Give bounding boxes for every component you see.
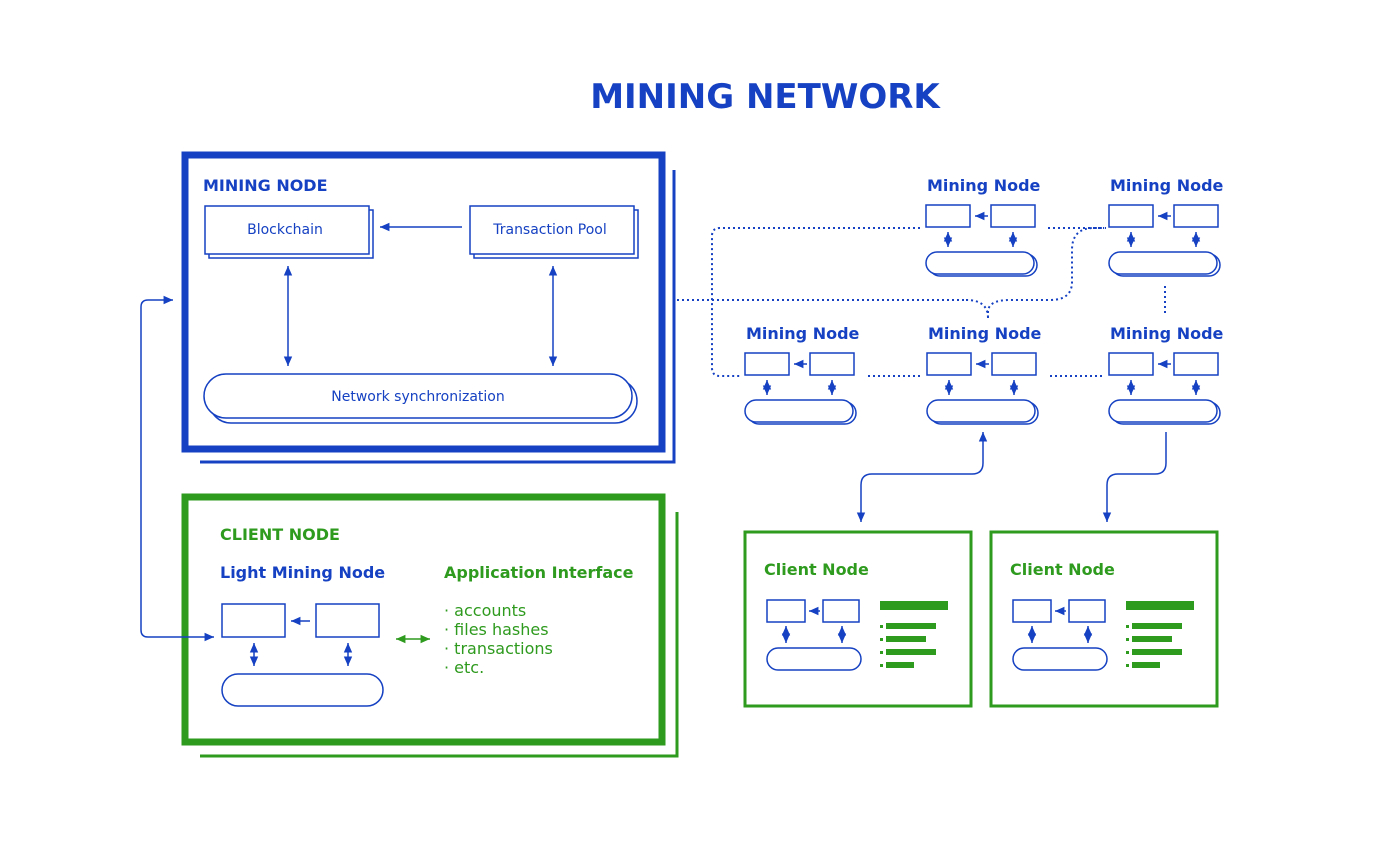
sync-pill xyxy=(1012,647,1108,671)
app-bar xyxy=(886,636,926,642)
mining-node-shadow xyxy=(200,170,676,464)
app-bullet xyxy=(1126,638,1129,641)
app-bullet xyxy=(880,638,883,641)
client-mining-link-arrow xyxy=(140,295,214,642)
block-right xyxy=(990,204,1036,228)
light-node-block-left xyxy=(221,603,286,638)
network-to-client-arrow-1 xyxy=(856,432,988,522)
app-bar-header xyxy=(1126,601,1194,610)
app-interface-heading: Application Interface xyxy=(444,563,634,582)
transaction-pool-box: Transaction Pool xyxy=(469,205,639,259)
light-mining-node-heading: Light Mining Node xyxy=(220,563,385,582)
mining-node-mini: Mining Node xyxy=(925,176,1041,277)
sync-pill xyxy=(1108,399,1218,423)
light-node-block-right xyxy=(315,603,380,638)
mining-node-mini: Mining Node xyxy=(744,324,860,425)
app-bar xyxy=(1132,649,1182,655)
mining-node-label: Mining Node xyxy=(1110,176,1224,195)
mining-node-heading: MINING NODE xyxy=(203,176,328,195)
app-bar-header xyxy=(880,601,948,610)
mining-node-label: Mining Node xyxy=(1110,324,1224,343)
blockchain-label: Blockchain xyxy=(247,222,323,238)
client-node-mini: Client Node xyxy=(743,530,973,708)
app-bar xyxy=(886,662,914,668)
app-bar xyxy=(1132,636,1172,642)
block-right xyxy=(1068,599,1106,623)
mining-node-panel: MINING NODE Blockchain Transaction Pool … xyxy=(181,151,676,464)
network-connections xyxy=(677,227,1166,377)
mining-node-mini: Mining Node xyxy=(926,324,1042,425)
mining-node-mini: Mining Node xyxy=(1108,324,1224,425)
block-left xyxy=(744,352,790,376)
client-node-mini: Client Node xyxy=(989,530,1219,708)
network-to-client-arrow-2 xyxy=(1102,432,1167,522)
block-left xyxy=(926,352,972,376)
sync-pill xyxy=(925,251,1035,275)
block-right xyxy=(822,599,860,623)
app-bar xyxy=(1132,623,1182,629)
app-bar xyxy=(886,649,936,655)
app-bullet xyxy=(880,625,883,628)
mining-node-label: Mining Node xyxy=(928,324,1042,343)
blockchain-box: Blockchain xyxy=(204,205,374,259)
block-left xyxy=(1108,204,1154,228)
app-interface-item: · transactions xyxy=(444,639,553,658)
app-bar xyxy=(1132,662,1160,668)
block-left xyxy=(925,204,971,228)
app-bullet xyxy=(1126,625,1129,628)
block-left xyxy=(1108,352,1154,376)
mining-node-label: Mining Node xyxy=(927,176,1041,195)
client-node-label: Client Node xyxy=(764,560,869,579)
sync-pill xyxy=(1108,251,1218,275)
client-node-shadow xyxy=(200,512,679,758)
app-bar xyxy=(886,623,936,629)
app-bullet xyxy=(880,651,883,654)
client-node-panel: CLIENT NODE Light Mining Node Applicatio… xyxy=(181,493,679,758)
app-interface-item: · files hashes xyxy=(444,620,549,639)
light-node-sync-pill xyxy=(221,673,384,707)
app-bullet xyxy=(1126,664,1129,667)
block-left xyxy=(766,599,806,623)
app-bullet xyxy=(1126,651,1129,654)
block-right xyxy=(809,352,855,376)
app-bullet xyxy=(880,664,883,667)
block-right xyxy=(991,352,1037,376)
diagram-title: MINING NETWORK xyxy=(590,77,941,117)
block-right xyxy=(1173,352,1219,376)
client-node-heading: CLIENT NODE xyxy=(220,525,340,544)
network-client-nodes: Client Node Client Node xyxy=(743,530,1219,708)
transaction-pool-label: Transaction Pool xyxy=(492,222,607,238)
block-right xyxy=(1173,204,1219,228)
block-left xyxy=(1012,599,1052,623)
sync-pill xyxy=(766,647,862,671)
mining-node-label: Mining Node xyxy=(746,324,860,343)
app-interface-item: · etc. xyxy=(444,658,484,677)
network-sync-label: Network synchronization xyxy=(331,389,504,405)
sync-pill xyxy=(926,399,1036,423)
mining-node-mini: Mining Node xyxy=(1108,176,1224,277)
sync-pill xyxy=(744,399,854,423)
app-interface-item: · accounts xyxy=(444,601,526,620)
client-node-label: Client Node xyxy=(1010,560,1115,579)
network-sync-pill: Network synchronization xyxy=(203,373,638,424)
